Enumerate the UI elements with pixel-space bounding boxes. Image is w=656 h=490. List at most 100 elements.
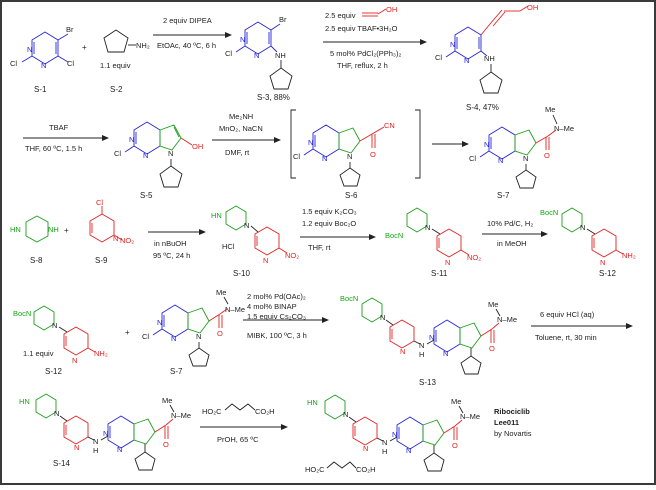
s6-o: O bbox=[370, 150, 376, 159]
prod-hn: HN bbox=[307, 398, 318, 407]
s13-label: S-13 bbox=[419, 378, 436, 387]
product-name: Ribociclib bbox=[494, 407, 530, 416]
s10-n2: N bbox=[263, 256, 268, 265]
compound-s3: Br N N Cl NH S-3, 88% bbox=[225, 15, 293, 102]
s5-n1: N bbox=[129, 135, 134, 144]
s11-n1: N bbox=[425, 223, 430, 232]
s12-n2: N bbox=[600, 258, 605, 267]
arrow-row3-step3: 10% Pd/C, H₂ in MeOH bbox=[482, 219, 548, 248]
s5-n3: N bbox=[168, 149, 173, 158]
s13-me: Me bbox=[488, 300, 498, 309]
s4-oh: OH bbox=[527, 3, 538, 12]
r4-s7-n-me: N–Me bbox=[225, 305, 245, 314]
s1-n1: N bbox=[27, 45, 32, 54]
s11-label: S-11 bbox=[431, 269, 448, 278]
s14-nh-h: H bbox=[93, 446, 98, 455]
plus-sign-row3: + bbox=[64, 226, 69, 235]
s6-cn: CN bbox=[384, 121, 395, 130]
prod-o: O bbox=[452, 441, 458, 450]
s3-cl: Cl bbox=[225, 49, 232, 58]
compound-s12-reagent: BocN N N NH₂ 1.1 equiv S-12 bbox=[13, 305, 108, 376]
arrow-r2-2-oxidant: MnO₂, NaCN bbox=[219, 124, 263, 133]
compound-s7-reagent: O N–Me Me N N N Cl S-7 bbox=[142, 288, 245, 376]
s2-label: S-2 bbox=[110, 85, 123, 94]
s13-o: O bbox=[489, 344, 495, 353]
s14-label: S-14 bbox=[53, 459, 70, 468]
s5-n2: N bbox=[143, 151, 148, 160]
arrow2-tbaf: 2.5 equiv TBAF•3H₂O bbox=[325, 24, 398, 33]
arrow-r2-1-reagent: TBAF bbox=[49, 123, 69, 132]
compound-s14: HN N N N H N N O N–Me Me S-14 bbox=[19, 393, 191, 471]
s7-n2: N bbox=[498, 156, 503, 165]
arrow2-alkyne-oh: OH bbox=[386, 5, 397, 14]
s4-label: S-4, 47% bbox=[466, 103, 499, 112]
s12-n1: N bbox=[580, 223, 585, 232]
arrow-r5-conditions: PrOH, 65 ºC bbox=[217, 435, 259, 444]
s13-boc: BocN bbox=[340, 294, 358, 303]
s11-boc: BocN bbox=[385, 231, 403, 240]
r4-s7-n2: N bbox=[171, 334, 176, 343]
r4-s7-n1: N bbox=[157, 318, 162, 327]
s13-n5: N bbox=[443, 349, 448, 358]
s14-n5: N bbox=[117, 445, 122, 454]
product-company: by Novartis bbox=[494, 429, 532, 438]
s1-cl1: Cl bbox=[10, 59, 17, 68]
s5-cl: Cl bbox=[114, 149, 121, 158]
s13-n4: N bbox=[429, 333, 434, 342]
arrow-r4-2-acid: 6 equiv HCl (aq) bbox=[540, 310, 595, 319]
arrow-r4-1-base: 1.5 equiv Cs₂CO₃ bbox=[247, 312, 306, 321]
s7-n1: N bbox=[484, 140, 489, 149]
arrow-r3-1-conditions: 95 ºC, 24 h bbox=[153, 251, 190, 260]
s10-n1: N bbox=[244, 221, 249, 230]
r4-s7-cl: Cl bbox=[142, 332, 149, 341]
compound-s12: BocN N N NH₂ S-12 bbox=[540, 207, 636, 278]
s5-label: S-5 bbox=[140, 191, 153, 200]
arrow-r5-acid-right: CO₂H bbox=[255, 407, 275, 416]
prod-n1: N bbox=[343, 410, 348, 419]
arrow1-conditions: EtOAc, 40 ºC, 6 h bbox=[157, 41, 216, 50]
s1-label: S-1 bbox=[34, 85, 47, 94]
arrow-row2-step2: Me₂NH MnO₂, NaCN DMF, rt bbox=[212, 112, 281, 157]
compound-s8: HN NH S-8 bbox=[10, 215, 59, 265]
prod-n-me: N–Me bbox=[460, 412, 480, 421]
s12-boc: BocN bbox=[540, 208, 558, 217]
salt-right: CO₂H bbox=[356, 465, 376, 474]
compound-s5: OH N N N Cl S-5 bbox=[114, 121, 203, 200]
r4-s7-o: O bbox=[217, 329, 223, 338]
s3-nh: NH bbox=[275, 51, 286, 60]
compound-s1: Br N N Cl Cl S-1 bbox=[10, 25, 74, 94]
s6-n3: N bbox=[347, 152, 352, 161]
s13-nh-h: H bbox=[419, 350, 424, 359]
r4-s12-boc: BocN bbox=[13, 309, 31, 318]
arrow-row3-step2: 1.5 equiv K₂CO₃ 1.2 equiv Boc₂O THF, rt bbox=[300, 207, 376, 252]
arrow-r3-3-catalyst: 10% Pd/C, H₂ bbox=[487, 219, 533, 228]
s14-n2: N bbox=[74, 443, 79, 452]
s10-hcl: HCl bbox=[222, 242, 235, 251]
s14-me: Me bbox=[162, 396, 172, 405]
arrow-r3-2-boc: 1.2 equiv Boc₂O bbox=[302, 219, 356, 228]
arrow-row2-step1: TBAF THF, 60 ºC, 1.5 h bbox=[23, 123, 109, 153]
arrow-row2-step3 bbox=[432, 141, 469, 147]
compound-s9: Cl N NO₂ S-9 bbox=[89, 198, 134, 265]
arrow2-alkyne-equiv: 2.5 equiv bbox=[325, 11, 356, 20]
s14-n4: N bbox=[103, 429, 108, 438]
compound-s13: BocN N N N H N N O N–Me Me S-13 bbox=[340, 294, 517, 387]
prod-n2: N bbox=[363, 444, 368, 453]
s2-amine: NH₂ bbox=[136, 41, 150, 50]
prod-n4: N bbox=[392, 430, 397, 439]
r4-s7-n3: N bbox=[196, 332, 201, 341]
s6-cl: Cl bbox=[293, 152, 300, 161]
s14-nh-n: N bbox=[93, 437, 98, 446]
compound-s10: HN N N NO₂ HCl S-10 bbox=[211, 205, 299, 278]
s7-o: O bbox=[544, 151, 550, 160]
s12-label: S-12 bbox=[599, 269, 616, 278]
s13-n-me: N–Me bbox=[497, 315, 517, 324]
s5-oh: OH bbox=[192, 142, 203, 151]
s4-nh: NH bbox=[484, 54, 495, 63]
arrow-r4-1-conditions: MIBK, 100 ºC, 3 h bbox=[247, 331, 307, 340]
s14-hn: HN bbox=[19, 397, 30, 406]
arrow-row4-step2: 6 equiv HCl (aq) Toluene, rt, 30 min bbox=[531, 310, 633, 342]
s1-cl2: Cl bbox=[67, 59, 74, 68]
arrow-r3-3-solvent: in MeOH bbox=[497, 239, 527, 248]
